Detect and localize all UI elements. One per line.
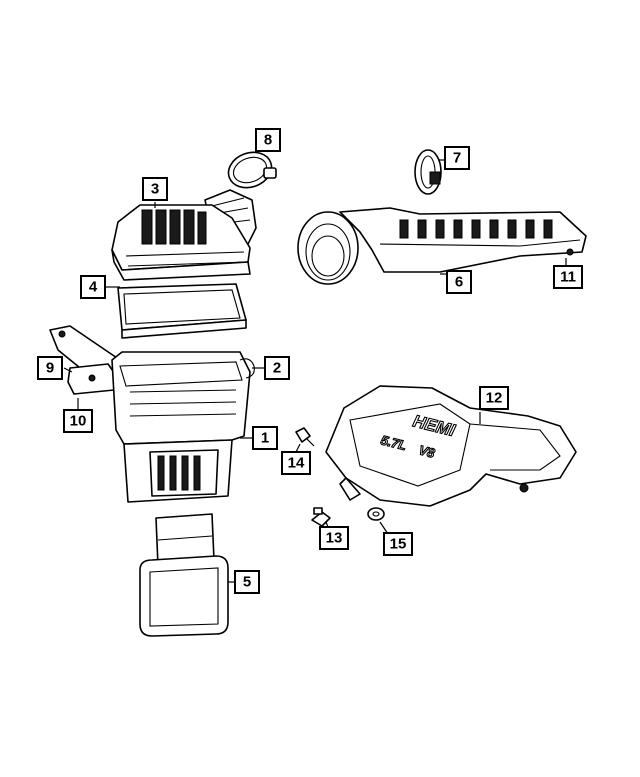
- part-clamp: [414, 149, 442, 195]
- callout-9-label: 9: [46, 360, 54, 377]
- part-air-filter: [117, 283, 247, 339]
- callout-7-label: 7: [453, 150, 461, 167]
- part-air-cleaner-cover: [111, 189, 257, 281]
- part-air-inlet-tube: [297, 207, 587, 285]
- callout-8-label: 8: [264, 132, 272, 149]
- callout-9: 9: [37, 356, 63, 380]
- part-inlet-duct: [139, 513, 229, 637]
- callout-10: 10: [63, 409, 93, 433]
- callout-11: 11: [553, 265, 583, 289]
- callout-6: 6: [446, 270, 472, 294]
- callout-15: 15: [383, 532, 413, 556]
- callout-12-label: 12: [486, 390, 503, 407]
- callout-13-label: 13: [326, 530, 343, 547]
- part-bolt: [311, 507, 331, 527]
- emblem-engine-type: V8: [417, 442, 437, 461]
- callout-1-label: 1: [261, 430, 269, 447]
- callout-3: 3: [142, 177, 168, 201]
- callout-3-label: 3: [151, 181, 159, 198]
- emblem-displacement: 5.7L: [379, 432, 408, 453]
- callout-14-label: 14: [288, 455, 305, 472]
- callout-10-label: 10: [70, 413, 87, 430]
- callout-5-label: 5: [243, 574, 251, 591]
- part-bracket: [49, 325, 121, 395]
- callout-11-label: 11: [560, 269, 576, 286]
- callout-7: 7: [444, 146, 470, 170]
- callout-14: 14: [281, 451, 311, 475]
- callout-2: 2: [264, 356, 290, 380]
- part-engine-cover: HEMI 5.7L V8: [325, 385, 577, 507]
- callout-4: 4: [80, 275, 106, 299]
- part-grommet: [367, 507, 385, 521]
- part-air-cleaner-housing: [111, 351, 255, 503]
- callout-13: 13: [319, 526, 349, 550]
- callout-8: 8: [255, 128, 281, 152]
- callout-6-label: 6: [455, 274, 463, 291]
- callout-15-label: 15: [390, 536, 407, 553]
- callout-4-label: 4: [89, 279, 98, 296]
- part-stud: [295, 427, 315, 447]
- callout-2-label: 2: [273, 360, 281, 377]
- callout-12: 12: [479, 386, 509, 410]
- callout-5: 5: [234, 570, 260, 594]
- part-hose-clamp: [227, 151, 277, 189]
- callout-1: 1: [252, 426, 278, 450]
